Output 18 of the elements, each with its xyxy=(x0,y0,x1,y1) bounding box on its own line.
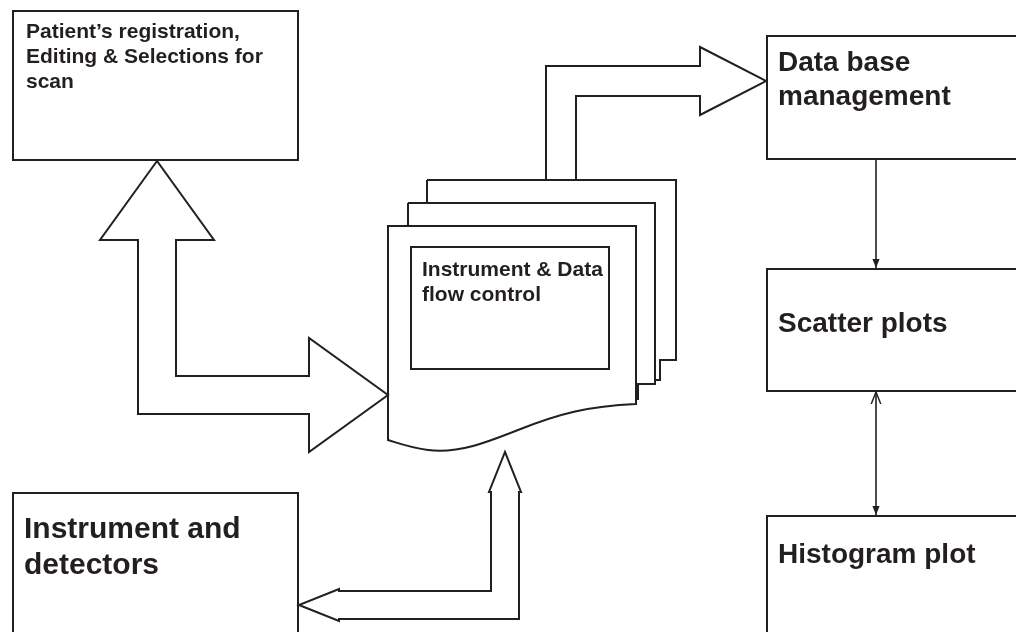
node-label: Histogram plot xyxy=(778,537,977,571)
process-box xyxy=(766,35,1016,160)
arrow xyxy=(870,391,882,516)
node-label: Instrument & Data flow control xyxy=(422,256,604,307)
document-stack xyxy=(388,180,676,452)
node-label: Scatter plots xyxy=(778,306,949,340)
process-box xyxy=(766,268,1016,392)
node-label: Patient’s registration, Editing & Selections for scan xyxy=(26,18,264,94)
block-arrow xyxy=(98,159,390,454)
process-box xyxy=(12,10,299,161)
node-label: Data base management xyxy=(778,45,952,113)
process-box xyxy=(410,246,610,370)
block-arrow xyxy=(296,449,523,623)
process-box xyxy=(12,492,299,632)
node-label: Instrument and detectors xyxy=(24,510,242,582)
arrow xyxy=(872,159,880,269)
block-arrow xyxy=(545,45,769,181)
process-box xyxy=(766,515,1016,632)
